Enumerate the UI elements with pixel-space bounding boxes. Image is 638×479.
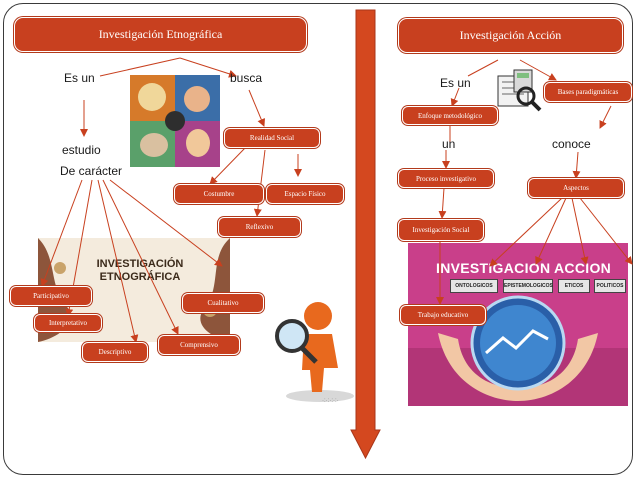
enfoque-metodologico-node: Enfoque metodológico xyxy=(402,106,498,125)
banner-tag-ontologicos: ONTOLOGICOS xyxy=(450,279,498,293)
de-caracter-label: De carácter xyxy=(60,164,123,178)
bases-paradigmaticas-node: Bases paradigmáticas xyxy=(544,82,632,102)
es-un-label-right: Es un xyxy=(440,76,471,90)
busca-label: busca xyxy=(230,71,263,85)
trabajo-educativo-node: Trabajo educativo xyxy=(400,305,486,325)
aspectos-node: Aspectos xyxy=(528,178,624,198)
slide-frame xyxy=(3,3,633,475)
comprensivo-node: Comprensivo xyxy=(158,335,240,355)
investigacion-etnografica-title: Investigación Etnográfica xyxy=(14,17,307,52)
svg-text:·:·:·:·:·: ·:·:·:·:· xyxy=(322,398,339,404)
investigacion-accion-title: Investigación Acción xyxy=(398,18,623,53)
magnifier-figure-image: ·:·:·:·:· xyxy=(262,292,362,406)
investigacion-social-node: Investigación Social xyxy=(398,219,484,241)
descriptivo-node: Descriptivo xyxy=(82,342,148,362)
ethnography-collage-image xyxy=(130,75,220,167)
banner-tag-politicos: POLITICOS xyxy=(594,279,626,293)
espacio-fisico-node: Espacio Físico xyxy=(266,184,344,204)
un-label: un xyxy=(442,137,456,151)
conoce-label: conoce xyxy=(552,137,591,151)
reflexivo-node: Reflexivo xyxy=(218,217,301,237)
action-research-banner-title: INVESTIGACION ACCION xyxy=(436,260,612,276)
estudio-label: estudio xyxy=(62,143,101,157)
realidad-social-node: Realidad Social xyxy=(224,128,320,148)
participativo-node: Participativo xyxy=(10,286,92,306)
es-un-label-left: Es un xyxy=(64,71,95,85)
proceso-investigativo-node: Proceso investigativo xyxy=(398,169,494,188)
costumbre-node: Costumbre xyxy=(174,184,264,204)
interpretativo-node: Interpretativo xyxy=(34,314,102,332)
banner-tag-eticos: ETICOS xyxy=(558,279,590,293)
accounting-icon-image xyxy=(494,66,544,112)
action-research-banner-image: INVESTIGACION ACCION ONTOLOGICOS EPISTEM… xyxy=(408,243,628,406)
banner-tag-epistemologicos: EPISTEMOLOGICOS xyxy=(503,279,553,293)
cualitativo-node: Cualitativo xyxy=(182,293,264,313)
